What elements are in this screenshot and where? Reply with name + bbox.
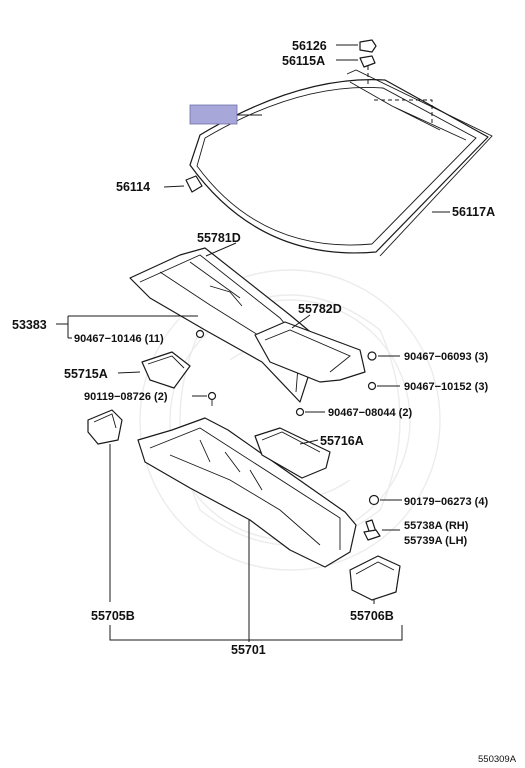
nut-90179-06273[interactable] xyxy=(368,494,403,506)
label-56117A: 56117A xyxy=(452,205,495,219)
side-bracket-55705B[interactable] xyxy=(87,409,123,602)
label-56126: 56126 xyxy=(292,39,327,53)
label-90467-06093: 90467−06093 (3) xyxy=(404,351,488,363)
label-55782D: 55782D xyxy=(298,302,342,316)
label-55716A: 55716A xyxy=(320,434,364,448)
screw-90467-08044[interactable] xyxy=(295,407,326,417)
label-90119-08726: 90119−08726 (2) xyxy=(84,391,168,403)
label-53383: 53383 xyxy=(12,318,47,332)
clip-56115A[interactable] xyxy=(336,55,376,68)
bracket-55716A[interactable] xyxy=(254,427,331,479)
label-90179-06273: 90179−06273 (4) xyxy=(404,496,488,508)
bracket-55715A[interactable] xyxy=(117,351,191,389)
label-55701: 55701 xyxy=(231,643,266,657)
stopper-56114[interactable] xyxy=(163,175,203,193)
bolt-90119-08726[interactable] xyxy=(192,391,217,407)
label-56115A: 56115A xyxy=(282,54,325,68)
bottom-group-bracket xyxy=(109,625,403,641)
label-55738A: 55738A (RH) xyxy=(404,520,469,532)
cowl-panel-55701[interactable] xyxy=(137,417,357,642)
clip-56126[interactable] xyxy=(336,39,377,53)
highlight-box xyxy=(189,104,238,125)
screw-90467-10152[interactable] xyxy=(367,381,401,391)
diagram-id: 550309A xyxy=(478,754,517,765)
label-55715A: 55715A xyxy=(64,367,108,381)
label-55706B: 55706B xyxy=(350,609,394,623)
clip-dashed-guide xyxy=(367,66,433,126)
label-56114: 56114 xyxy=(116,180,150,194)
label-90467-08044: 90467−08044 (2) xyxy=(328,407,412,419)
louver-55782D[interactable] xyxy=(254,314,366,383)
label-90467-10146: 90467−10146 (11) xyxy=(74,333,164,345)
label-55705B: 55705B xyxy=(91,609,135,623)
label-90467-10152: 90467−10152 (3) xyxy=(404,381,488,393)
label-55739A: 55739A (LH) xyxy=(404,535,468,547)
hook-55738A-55739A[interactable] xyxy=(363,519,400,541)
windshield-glass[interactable] xyxy=(189,69,493,257)
screw-90467-10146[interactable] xyxy=(195,329,205,339)
screw-90467-06093[interactable] xyxy=(367,351,400,361)
label-55781D: 55781D xyxy=(197,231,241,245)
bracket-53383 xyxy=(56,315,198,339)
side-bracket-55706B[interactable] xyxy=(349,555,401,604)
